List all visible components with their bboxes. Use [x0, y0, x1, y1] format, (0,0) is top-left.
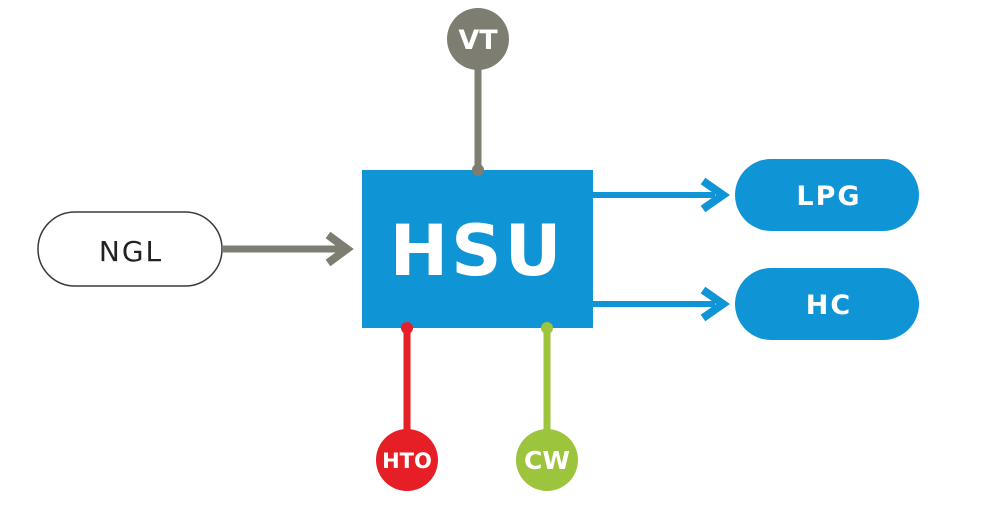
- hc-arrow: [593, 286, 730, 322]
- cooling-water-circle: [516, 429, 578, 491]
- lpg-output-node[interactable]: LPG: [735, 159, 919, 231]
- lpg-pill: [735, 159, 919, 231]
- vent-node[interactable]: VT: [447, 8, 509, 70]
- cooling-water-connector-dot: [541, 322, 553, 334]
- hc-arrow-head: [700, 286, 730, 322]
- hot-oil-label: HTO: [382, 449, 432, 473]
- vent-connector-dot: [472, 164, 484, 176]
- hsu-label: HSU: [390, 210, 565, 292]
- hot-oil-circle: [376, 429, 438, 491]
- lpg-arrow-head: [700, 177, 730, 213]
- ngl-label: NGL: [99, 235, 163, 268]
- feed-arrow: [223, 231, 354, 267]
- hot-oil-node[interactable]: HTO: [376, 429, 438, 491]
- feed-arrow-head: [325, 231, 354, 267]
- lpg-arrow: [593, 177, 730, 213]
- ngl-pill: [37, 211, 223, 287]
- hsu-box: [362, 170, 593, 328]
- hsu-unit[interactable]: HSU: [362, 170, 593, 328]
- hc-output-node[interactable]: HC: [735, 268, 919, 340]
- cooling-water-node[interactable]: CW: [516, 429, 578, 491]
- ngl-input-node[interactable]: NGL: [37, 211, 223, 287]
- cooling-water-label: CW: [524, 446, 570, 475]
- hot-oil-connector-dot: [401, 322, 413, 334]
- vent-circle: [447, 8, 509, 70]
- hc-pill: [735, 268, 919, 340]
- lpg-label: LPG: [796, 181, 861, 212]
- vent-label: VT: [458, 25, 498, 56]
- hc-label: HC: [806, 290, 852, 321]
